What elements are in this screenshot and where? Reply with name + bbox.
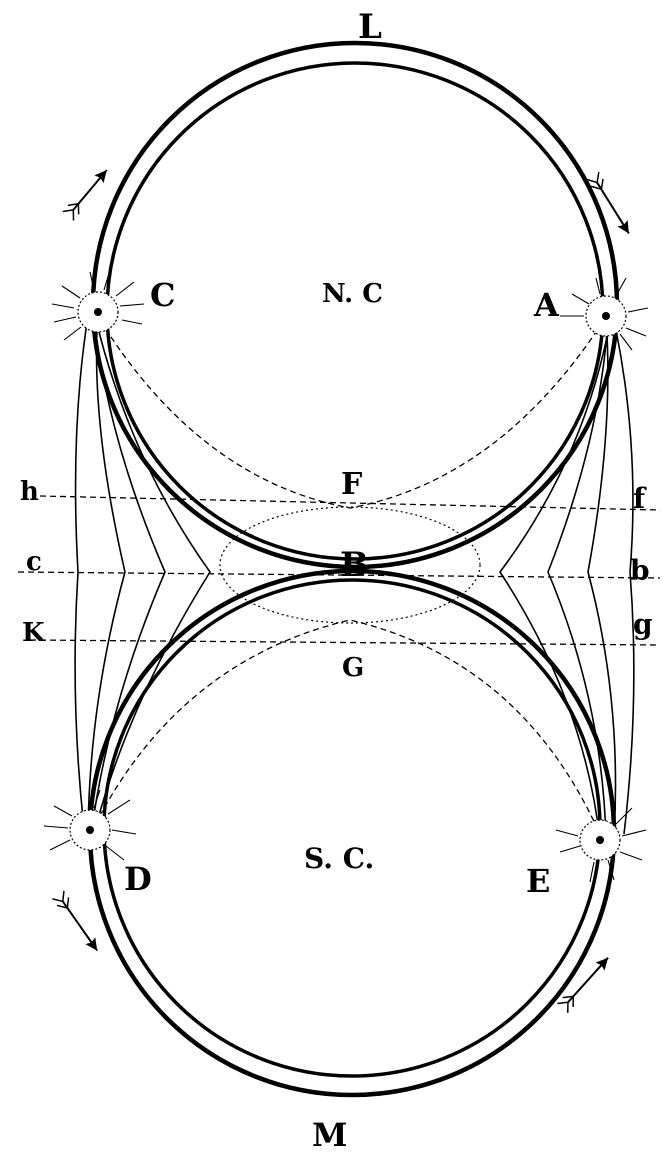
arrow-icon-lower-left: [52, 890, 99, 952]
sun-icon-d: [43, 789, 137, 861]
lower-circle: [87, 568, 617, 1098]
label-h-left: h: [20, 477, 39, 507]
sun-icon-c: [51, 269, 145, 341]
label-e: E: [526, 862, 550, 900]
label-d: D: [124, 860, 152, 898]
arrow-icon-lower-right: [557, 957, 609, 1013]
label-north-center: N. C: [322, 279, 383, 309]
label-c-left: c: [26, 547, 42, 577]
label-south-center: S. C.: [304, 842, 374, 875]
label-b-right: b: [630, 554, 650, 587]
label-k-left: K: [22, 618, 46, 648]
label-c-upper: C: [150, 276, 175, 314]
sun-icon-a: [560, 277, 649, 351]
label-bottom: M: [312, 1116, 347, 1154]
field-lines-left: [74, 311, 211, 831]
label-b: B: [340, 545, 369, 585]
arrow-icon-upper-left: [62, 169, 108, 221]
sun-icon-e: [555, 807, 647, 883]
label-top: L: [358, 7, 382, 47]
arrow-icon-upper-right: [586, 171, 630, 234]
field-lines-right: [499, 317, 635, 841]
label-f-right: f: [633, 482, 647, 515]
dotted-arcs: [94, 319, 605, 831]
label-g-right: g: [633, 608, 653, 641]
label-f: F: [341, 467, 362, 502]
label-a: A: [533, 286, 560, 324]
horizontal-lines: [17, 495, 661, 646]
label-g: G: [342, 653, 364, 683]
